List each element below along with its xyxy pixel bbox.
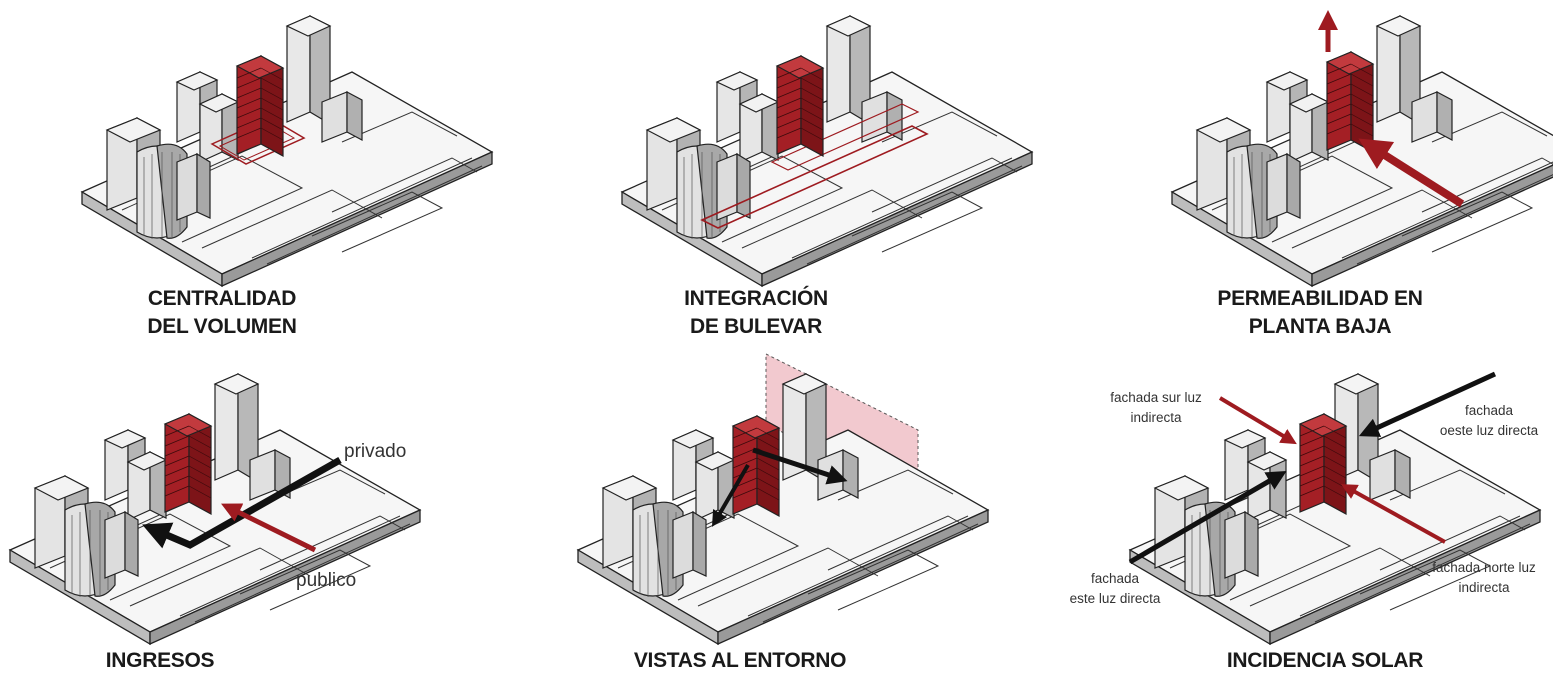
- caption-permeabilidad: PERMEABILIDAD EN PLANTA BAJA: [1180, 285, 1460, 341]
- caption-line: INCIDENCIA SOLAR: [1226, 649, 1424, 672]
- label-line: fachada sur luz: [1110, 390, 1202, 405]
- caption-line: DE BULEVAR: [690, 315, 822, 338]
- panel-centralidad: [81, 15, 493, 287]
- boulevard-outline: [700, 125, 929, 229]
- caption-line: INTEGRACIÓN: [684, 287, 828, 310]
- red-tower: [732, 415, 780, 517]
- arrow-publico: [221, 503, 317, 553]
- caption-line: CENTRALIDAD: [147, 287, 297, 310]
- label-line: fachada: [1464, 403, 1514, 418]
- caption-bulevar: INTEGRACIÓN DE BULEVAR: [636, 285, 876, 341]
- label-publico: publico: [296, 570, 357, 591]
- panel-incidencia-solar: [1128, 371, 1541, 645]
- panel-vistas: [577, 353, 989, 645]
- label-line: oeste luz directa: [1439, 423, 1539, 438]
- caption-line: DEL VOLUMEN: [147, 315, 297, 338]
- red-tower: [236, 55, 284, 157]
- caption-incidencia-solar: INCIDENCIA SOLAR: [1195, 647, 1455, 675]
- label-line: indirecta: [1458, 580, 1510, 595]
- label-line: fachada norte luz: [1432, 560, 1536, 575]
- arrow-view-2: [711, 463, 750, 527]
- label-fachada-oeste: fachada oeste luz directa: [1428, 401, 1550, 441]
- label-line: este luz directa: [1069, 591, 1161, 606]
- label-fachada-norte: fachada norte luz indirecta: [1420, 558, 1548, 598]
- label-line: indirecta: [1130, 410, 1182, 425]
- arrow-oeste: [1358, 371, 1497, 437]
- label-line: fachada: [1090, 571, 1140, 586]
- caption-ingresos: INGRESOS: [60, 647, 260, 675]
- caption-line: PLANTA BAJA: [1248, 315, 1392, 338]
- caption-line: VISTAS AL ENTORNO: [633, 649, 847, 672]
- arrow-view-1: [752, 447, 848, 485]
- arrow-este: [1128, 470, 1287, 565]
- panel-permeabilidad: [1171, 10, 1553, 287]
- label-fachada-este: fachada este luz directa: [1055, 569, 1175, 609]
- red-tower: [1326, 51, 1374, 153]
- red-tower: [776, 55, 824, 157]
- red-tower: [1299, 413, 1347, 515]
- panel-bulevar: [621, 15, 1033, 287]
- arrow-norte: [1341, 484, 1446, 544]
- caption-vistas: VISTAS AL ENTORNO: [610, 647, 870, 675]
- caption-centralidad: CENTRALIDAD DEL VOLUMEN: [82, 285, 362, 341]
- caption-line: INGRESOS: [105, 649, 215, 672]
- red-tower: [164, 413, 212, 515]
- caption-line: PERMEABILIDAD EN: [1217, 287, 1423, 310]
- arrow-sur: [1218, 396, 1297, 445]
- label-fachada-sur: fachada sur luz indirecta: [1096, 388, 1216, 428]
- label-privado: privado: [344, 441, 407, 462]
- arrow-privado: [142, 456, 342, 549]
- panel-ingresos: [9, 373, 421, 645]
- arrow-ground: [1358, 138, 1465, 208]
